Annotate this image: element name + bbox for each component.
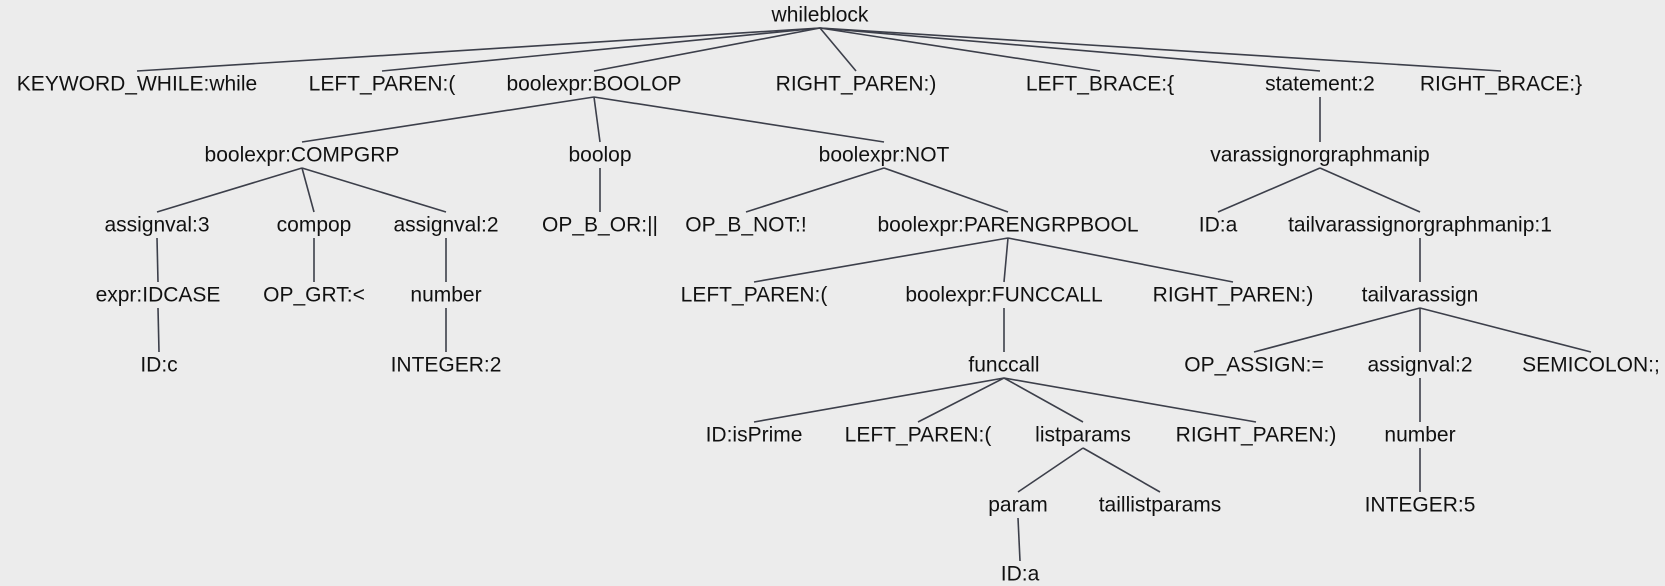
tree-node: OP_ASSIGN:=: [1184, 353, 1324, 377]
tree-node: OP_B_OR:||: [542, 213, 658, 237]
tree-edge: [1017, 447, 1084, 493]
tree-edge: [917, 377, 1005, 423]
tree-node: funccall: [968, 353, 1040, 377]
tree-node: boolexpr:NOT: [818, 143, 950, 167]
tree-edge: [593, 96, 885, 143]
tree-node: ID:c: [140, 353, 178, 377]
tree-edge: [1003, 377, 1257, 423]
tree-edge: [1253, 307, 1421, 353]
tree-edge: [593, 96, 601, 143]
tree-edge: [301, 167, 315, 213]
tree-node: boolexpr:FUNCCALL: [905, 283, 1103, 307]
tree-node: tailvarassign: [1361, 283, 1479, 307]
tree-node: taillistparams: [1098, 493, 1222, 517]
tree-node: boolexpr:BOOLOP: [506, 72, 682, 96]
tree-node: boolexpr:COMPGRP: [204, 143, 400, 167]
tree-node: LEFT_BRACE:{: [1025, 72, 1175, 96]
tree-node: assignval:2: [393, 213, 499, 237]
tree-node: assignval:2: [1367, 353, 1473, 377]
tree-node: RIGHT_PAREN:): [1152, 283, 1314, 307]
tree-edge: [156, 237, 159, 283]
tree-node: RIGHT_PAREN:): [775, 72, 937, 96]
tree-edge: [753, 237, 1009, 283]
tree-node: KEYWORD_WHILE:while: [16, 72, 258, 96]
tree-node: ID:isPrime: [705, 423, 803, 447]
tree-edge: [156, 167, 303, 213]
tree-edge: [1003, 377, 1084, 423]
tree-node: statement:2: [1265, 72, 1375, 96]
tree-node: number: [1384, 423, 1456, 447]
tree-edge: [819, 27, 1502, 72]
tree-node: compop: [276, 213, 352, 237]
tree-node: listparams: [1035, 423, 1131, 447]
tree-node: whileblock: [771, 3, 869, 27]
tree-node: RIGHT_BRACE:}: [1419, 72, 1583, 96]
tree-node: varassignorgraphmanip: [1210, 143, 1430, 167]
tree-edge: [819, 27, 1321, 72]
tree-node: ID:a: [1000, 562, 1040, 586]
tree-node: param: [988, 493, 1048, 517]
tree-node: LEFT_PAREN:(: [680, 283, 828, 307]
tree-edge: [1017, 517, 1021, 562]
tree-edge: [593, 27, 821, 72]
tree-edge: [883, 167, 1009, 213]
tree-edge: [1003, 237, 1009, 283]
tree-node: expr:IDCASE: [95, 283, 221, 307]
tree-node: assignval:3: [104, 213, 210, 237]
tree-edge: [819, 27, 1101, 72]
tree-edge: [381, 27, 821, 72]
tree-edge: [745, 167, 885, 213]
tree-node: INTEGER:2: [390, 353, 502, 377]
tree-node: number: [410, 283, 482, 307]
tree-edge: [753, 377, 1005, 423]
tree-edge: [1419, 307, 1592, 353]
tree-node: SEMICOLON:;: [1522, 353, 1660, 377]
tree-node: LEFT_PAREN:(: [308, 72, 456, 96]
tree-node: OP_GRT:<: [263, 283, 365, 307]
tree-node: boolexpr:PARENGRPBOOL: [877, 213, 1139, 237]
tree-edge: [157, 307, 160, 353]
tree-edge: [1319, 167, 1421, 213]
tree-edge: [819, 27, 857, 72]
tree-node: LEFT_PAREN:(: [844, 423, 992, 447]
tree-edge: [1217, 167, 1321, 213]
tree-node: RIGHT_PAREN:): [1175, 423, 1337, 447]
tree-edge: [1007, 237, 1234, 283]
tree-node: INTEGER:5: [1364, 493, 1476, 517]
tree-edge: [1082, 447, 1161, 493]
tree-node: ID:a: [1198, 213, 1238, 237]
tree-node: tailvarassignorgraphmanip:1: [1288, 213, 1552, 237]
tree-node: boolop: [568, 143, 632, 167]
tree-edge: [301, 96, 595, 143]
tree-edge: [301, 167, 447, 213]
tree-node: OP_B_NOT:!: [685, 213, 807, 237]
tree-edge: [136, 27, 821, 72]
